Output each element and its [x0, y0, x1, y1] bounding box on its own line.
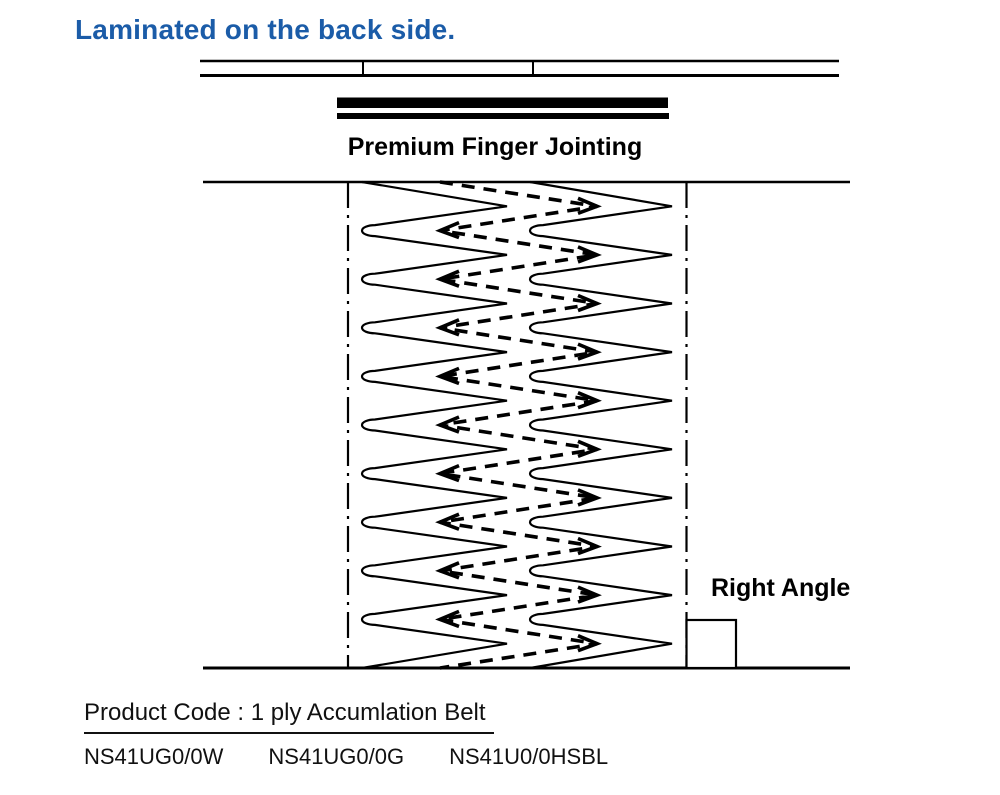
arrowhead-left-icon — [435, 463, 460, 483]
arrowhead-right-icon — [577, 391, 602, 410]
arrowhead-right-icon — [577, 245, 602, 264]
arrowhead-right-icon — [577, 342, 602, 361]
arrowhead-left-icon — [435, 318, 460, 337]
arrowhead-left-icon — [435, 366, 460, 386]
product-code: NS41UG0/0W — [84, 744, 224, 769]
arrowhead-left-icon — [435, 512, 460, 531]
right-angle-square — [685, 618, 738, 670]
arrowhead-right-icon — [577, 293, 602, 313]
arrowhead-right-icon — [577, 585, 602, 604]
laminate-bars — [337, 97, 669, 119]
laminate-bar-thin — [337, 113, 669, 119]
arrowhead-right-icon — [577, 536, 602, 556]
arrowhead-left-icon — [435, 415, 460, 434]
joint-method-label: Premium Finger Jointing — [347, 133, 643, 161]
arrowhead-left-icon — [435, 269, 460, 288]
product-code: NS41UG0/0G — [268, 744, 405, 769]
joint-path-dashed — [439, 180, 598, 670]
arrowhead-right-icon — [577, 488, 602, 507]
arrowhead-left-icon — [435, 220, 460, 240]
product-code: NS41U0/0HSBL — [449, 744, 609, 769]
finger-joint-diagram — [203, 180, 850, 670]
finger-wave — [528, 180, 673, 670]
product-codes-row: NS41UG0/0W NS41UG0/0G NS41U0/0HSBL — [84, 744, 608, 770]
finger-waves — [360, 180, 673, 670]
arrowhead-left-icon — [435, 561, 460, 580]
laminate-bar-thick — [337, 97, 668, 108]
right-angle-label: Right Angle — [711, 574, 851, 602]
belt-cross-section — [200, 59, 839, 77]
finger-wave — [360, 180, 508, 670]
arrowhead-right-icon — [577, 196, 602, 215]
arrowhead-right-icon — [577, 439, 602, 458]
product-code-heading: Product Code : 1 ply Accumlation Belt — [84, 699, 494, 734]
arrowhead-right-icon — [577, 634, 602, 653]
laminated-note: Laminated on the back side. — [75, 14, 456, 45]
arrowhead-left-icon — [435, 609, 460, 629]
